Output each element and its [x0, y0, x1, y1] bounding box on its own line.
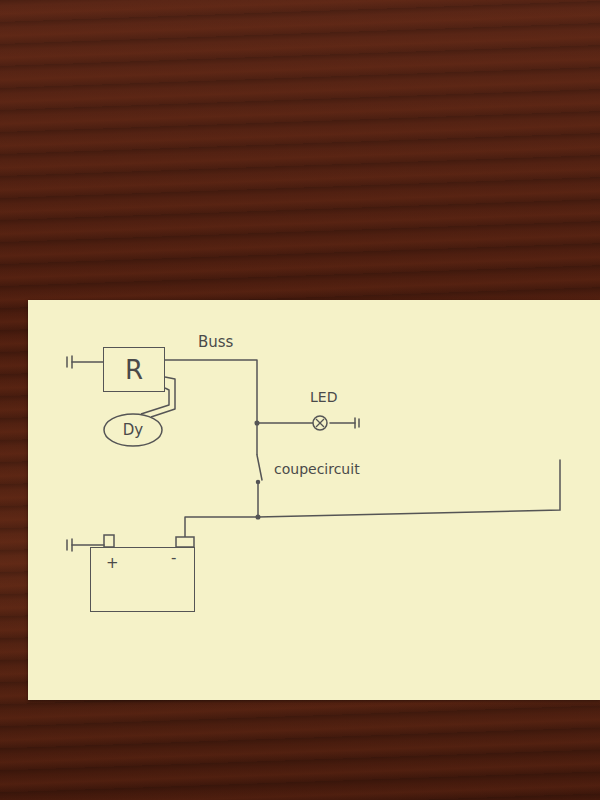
node-text: + — [106, 556, 119, 571]
battery-terminal — [104, 535, 114, 547]
ground-symbol — [71, 356, 73, 368]
wire-connector — [151, 377, 175, 417]
lamp-cross — [316, 419, 324, 427]
ground-wire — [72, 361, 103, 363]
wire — [258, 460, 560, 517]
ellipse-outline — [104, 414, 162, 446]
lamp-circle — [313, 416, 327, 430]
switch-label: coupecircuit — [274, 461, 360, 477]
node-text: R — [125, 357, 143, 383]
wire-connector — [165, 360, 313, 423]
battery-terminal — [176, 537, 194, 547]
node-text: - — [171, 551, 176, 566]
led-wire — [330, 422, 355, 424]
ground-wire — [72, 544, 104, 546]
led-lamp: LED — [300, 390, 344, 432]
ground-symbol — [358, 419, 360, 427]
dynamo-circle: Dy — [103, 413, 163, 447]
regulator-box: R — [103, 347, 165, 392]
ground-symbol — [354, 418, 356, 428]
switch-blade — [257, 455, 262, 480]
bus-label: Buss — [198, 333, 233, 351]
wire-connector — [185, 423, 258, 537]
ground-symbol — [66, 357, 68, 367]
node-text: LED — [310, 390, 337, 404]
lamp-cross — [316, 419, 324, 427]
ground-symbol — [66, 540, 68, 550]
ground-symbol — [71, 539, 73, 551]
sticky-note — [28, 300, 600, 700]
battery-box: +- — [90, 547, 195, 612]
node-text: Dy — [123, 423, 143, 438]
